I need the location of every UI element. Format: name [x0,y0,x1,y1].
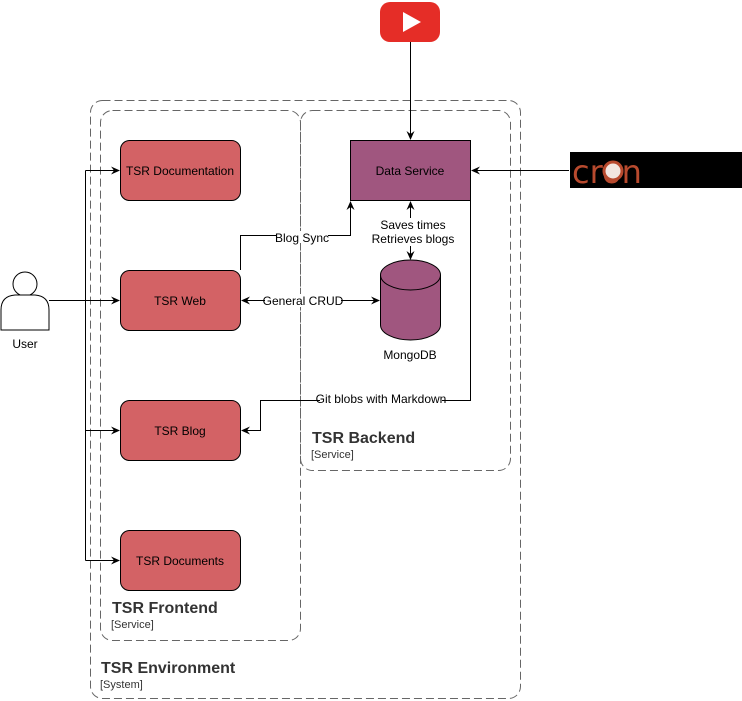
mongodb-label: MongoDB [383,348,436,362]
data-service-label: Data Service [376,164,445,178]
blog-sync-label: Blog Sync [275,231,329,245]
tsr-web-label: TSR Web [154,294,206,308]
frontend-type: [Service] [111,619,154,631]
edge-git-blobs [241,200,471,435]
general-crud-label: General CRUD [263,294,344,308]
mongodb-node[interactable] [380,259,441,341]
tsr-web-node[interactable] [120,270,241,331]
tsr-documents-label: TSR Documents [136,554,224,568]
tsr-blog-node[interactable] [120,400,241,461]
tsr-documents-node[interactable] [120,530,241,591]
environment-type: [System] [100,679,143,691]
backend-title: TSR Backend [312,430,415,447]
backend-type: [Service] [311,449,354,461]
clock-icon [602,160,624,182]
retrieves-blogs-label: Retrieves blogs [372,232,455,246]
cron-logo: cron [570,152,742,191]
tsr-blog-label: TSR Blog [154,424,205,438]
saves-times-label: Saves times [380,218,445,232]
data-service-node[interactable] [350,140,471,201]
frontend-title: TSR Frontend [112,600,218,617]
git-blobs-label: Git blobs with Markdown [316,392,447,406]
backend-boundary [300,110,511,471]
user-label: User [12,337,37,351]
user-actor [0,271,50,331]
environment-boundary [90,100,521,699]
environment-title: TSR Environment [101,660,236,677]
tsr-documentation-node[interactable] [120,140,241,201]
youtube-icon [380,2,440,42]
tsr-documentation-label: TSR Documentation [126,164,234,178]
